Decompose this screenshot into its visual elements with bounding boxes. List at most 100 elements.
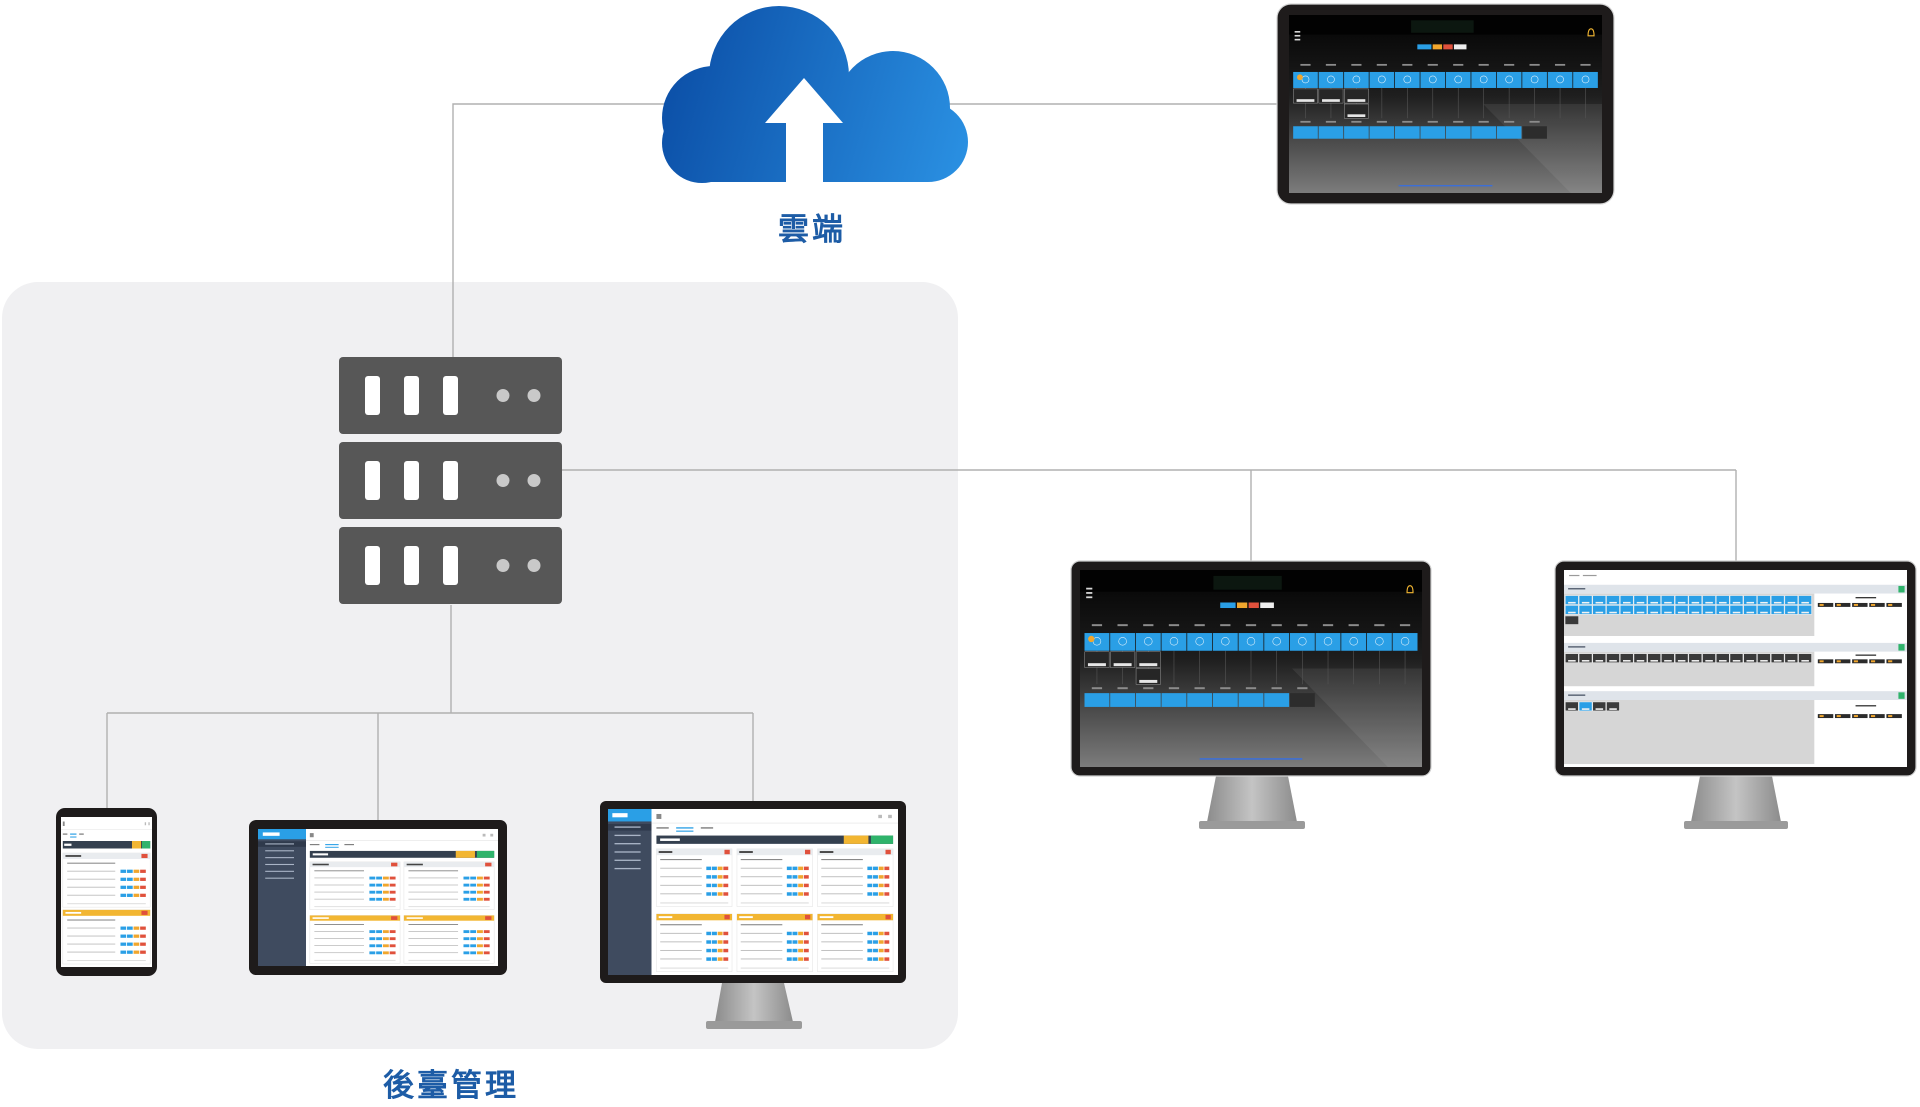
menu-icon-bar [1086, 587, 1093, 590]
row-action-button [878, 957, 884, 961]
row-action-button [717, 875, 723, 879]
footer-text [1199, 758, 1303, 760]
status-tile-label [1581, 708, 1590, 710]
status-tile [1187, 633, 1213, 651]
row-action-button [873, 875, 878, 879]
row-action-button [477, 951, 483, 955]
column-label [1478, 63, 1489, 66]
bell-icon-shape [1587, 28, 1595, 37]
card-close-button [804, 914, 811, 920]
row-action-button [786, 866, 792, 871]
status-pill [1432, 44, 1443, 50]
queued-tile-label [1139, 663, 1158, 667]
server-unit [339, 527, 562, 604]
column-label [1374, 624, 1385, 627]
queued-tile-label [1347, 114, 1366, 117]
summary-cell-value [1853, 715, 1858, 718]
row-action-button [127, 869, 133, 873]
card-title [406, 917, 423, 919]
toolbar-button [476, 850, 495, 858]
row-action-button [792, 957, 798, 961]
status-tile [1784, 653, 1799, 663]
sidebar-item [265, 863, 294, 866]
row-action-button [792, 931, 798, 936]
status-tile [1606, 701, 1620, 712]
card-scrollbar [740, 967, 809, 969]
status-tile-icon [1298, 637, 1307, 646]
status-tile [1661, 653, 1675, 663]
sidebar-logo [608, 809, 652, 822]
table-row-text [67, 919, 116, 921]
add-button [1898, 585, 1905, 593]
row-action-button [717, 931, 723, 936]
row-action-button [878, 931, 884, 936]
drive-slot [443, 546, 458, 585]
status-tile [1135, 633, 1161, 651]
status-tile-label [1801, 601, 1809, 604]
status-tile [1445, 126, 1471, 139]
status-tile-label [1623, 601, 1631, 604]
status-tile [1784, 595, 1799, 605]
status-tile [1565, 701, 1579, 712]
column-label [1427, 63, 1438, 66]
menu-icon [62, 821, 65, 826]
column-label [1091, 687, 1103, 690]
status-tile-label [1581, 611, 1590, 614]
device-screen [608, 809, 898, 975]
table-row-text [314, 877, 364, 879]
row-action-button [483, 951, 490, 955]
table-row-text [821, 949, 863, 951]
column-label [1529, 120, 1540, 123]
toolbar-title [64, 843, 72, 846]
status-tile [1729, 595, 1744, 605]
column-label [1300, 63, 1311, 66]
status-tile [1647, 605, 1661, 615]
status-tile [1187, 693, 1213, 707]
connectors [106, 103, 1737, 820]
tab-underline [676, 830, 694, 832]
summary-title [1855, 597, 1877, 599]
status-tile [1620, 653, 1634, 663]
menu-icon-bar [1294, 31, 1301, 33]
row-action-button [120, 942, 127, 946]
card-title [658, 916, 673, 919]
table-row-text [740, 924, 783, 926]
status-tile [1578, 605, 1593, 615]
card-close-button [724, 914, 730, 920]
row-action-button [792, 883, 798, 888]
status-tile-label [1595, 708, 1604, 710]
row-action-button [798, 875, 804, 879]
status-tile [1341, 633, 1367, 651]
menu-icon-bar [1294, 34, 1301, 37]
row-action-button [477, 937, 483, 941]
status-tile-label [1691, 611, 1700, 614]
table-row-text [408, 884, 459, 886]
status-tile-icon [1378, 75, 1386, 84]
column-label [1376, 63, 1387, 66]
row-action-button [711, 892, 717, 896]
row-action-button [133, 893, 140, 897]
status-tile-label [1664, 611, 1672, 614]
status-tile [1729, 605, 1744, 615]
status-tile [1547, 71, 1573, 88]
desktop-monitor-icon [600, 801, 906, 1029]
table-row-text [660, 924, 702, 926]
logo-mark [612, 813, 628, 818]
status-tile [1729, 653, 1744, 663]
queued-tile-label [1322, 99, 1340, 102]
card-close-button [391, 862, 398, 867]
status-tile-label [1664, 601, 1672, 604]
cloud-upload-icon [662, 6, 968, 184]
status-tile [1394, 71, 1420, 88]
status-tile-icon [1349, 637, 1358, 646]
card-scrollbar [314, 906, 396, 908]
status-tile [1770, 653, 1785, 663]
row-action-button [382, 883, 389, 887]
row-action-button [133, 926, 140, 930]
table-row-text [660, 932, 702, 934]
table-row-text [660, 958, 702, 960]
status-pill [1260, 602, 1274, 609]
drive-slot [365, 546, 380, 585]
status-tile-label [1732, 611, 1741, 614]
